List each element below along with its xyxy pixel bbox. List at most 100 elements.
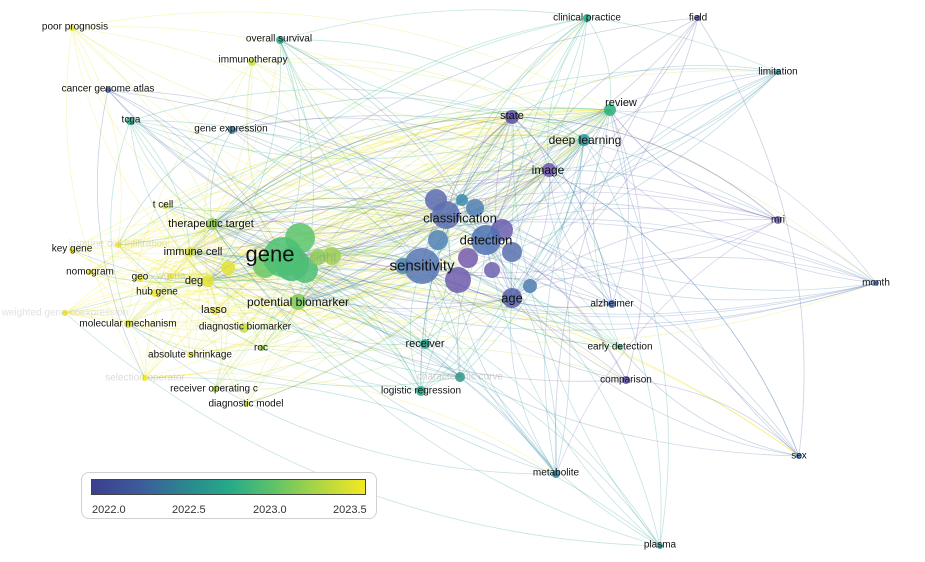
keyword-node-diagnostic-model[interactable]	[243, 401, 249, 407]
keyword-node-sensitivity[interactable]	[404, 248, 440, 284]
keyword-node-month[interactable]	[873, 280, 879, 286]
keyword-node-cancer-genome-atlas[interactable]	[105, 87, 111, 93]
keyword-node-field[interactable]	[695, 15, 701, 21]
keyword-node-lasso[interactable]	[211, 307, 219, 315]
keyword-label-gene[interactable]: gene	[246, 242, 295, 267]
keyword-label-alzheimer[interactable]: alzheimer	[590, 299, 634, 310]
keyword-label-tcga[interactable]: tcga	[122, 115, 141, 126]
keyword-label-gene-expression[interactable]: gene expression	[194, 124, 267, 135]
keyword-node-therapeutic-target[interactable]	[206, 218, 218, 230]
keyword-label-metabolite[interactable]: metabolite	[533, 468, 580, 479]
keyword-node-age[interactable]	[502, 288, 522, 308]
keyword-node-receiver-operating-c[interactable]	[212, 386, 218, 392]
keyword-label-clinical-practice[interactable]: clinical practice	[553, 13, 621, 24]
keyword-label-early-detection[interactable]: early detection	[587, 342, 652, 353]
keyword-node-alzheimer[interactable]	[608, 300, 616, 308]
keyword-label-diagnostic-biomarker[interactable]: diagnostic biomarker	[199, 322, 292, 333]
keyword-node-key-gene[interactable]	[69, 247, 75, 253]
keyword-node-comparison[interactable]	[622, 376, 630, 384]
keyword-node-review[interactable]	[604, 104, 616, 116]
keyword-label-lasso[interactable]: lasso	[201, 304, 227, 316]
keyword-label-nomogram[interactable]: nomogram	[66, 267, 114, 278]
keyword-label-review[interactable]: review	[605, 97, 637, 109]
keyword-node-application[interactable]	[456, 194, 468, 206]
keyword-label-receiver-operating-c[interactable]: receiver operating c	[170, 384, 258, 395]
keyword-node-plasma[interactable]	[657, 543, 663, 549]
keyword-label-molecular-mechanism[interactable]: molecular mechanism	[79, 319, 176, 330]
keyword-node-weighted-gene-coexpression[interactable]	[62, 310, 68, 316]
keyword-label-immune-cell-infiltration[interactable]: immune cell infiltration	[69, 239, 168, 250]
keyword-label-geo[interactable]: geo	[132, 272, 149, 283]
keyword-label-logistic-regression[interactable]: logistic regression	[381, 386, 461, 397]
keyword-label-sensitivity[interactable]: sensitivity	[389, 258, 455, 275]
keyword-label-hub-gene[interactable]: hub gene	[136, 287, 178, 298]
keyword-node-geo[interactable]	[136, 274, 144, 282]
keyword-label-application[interactable]: application	[438, 195, 491, 207]
keyword-node-diagnostic-biomarker[interactable]	[239, 323, 249, 333]
keyword-label-image[interactable]: image	[532, 163, 565, 177]
keyword-node-nomogram[interactable]	[87, 269, 93, 275]
keyword-label-receiver[interactable]: receiver	[405, 338, 444, 350]
keyword-node-absolute-shrinkage[interactable]	[187, 352, 193, 358]
keyword-label-sex[interactable]: sex	[791, 451, 807, 462]
keyword-label-selection-operator[interactable]: selection operator	[105, 373, 185, 384]
keyword-label-age[interactable]: age	[501, 291, 523, 306]
keyword-label-characteristic-curve[interactable]: characteristic curve	[417, 372, 504, 383]
keyword-node-tcga[interactable]	[126, 117, 134, 125]
keyword-node-overall-survival[interactable]	[276, 36, 284, 44]
keyword-node-deep-learning[interactable]	[578, 134, 590, 146]
keyword-label-wgcna[interactable]: wgcna	[156, 271, 186, 282]
keyword-label-overall-survival[interactable]: overall survival	[246, 34, 312, 45]
keyword-node-receiver[interactable]	[420, 339, 430, 349]
keyword-label-state[interactable]: state	[500, 110, 524, 122]
keyword-label-field[interactable]: field	[689, 13, 707, 24]
keyword-label-deg[interactable]: deg	[185, 275, 203, 287]
keyword-label-immune-cell[interactable]: immune cell	[164, 246, 223, 258]
keyword-label-insight[interactable]: insight	[299, 250, 337, 265]
keyword-node-immune-cell[interactable]	[185, 247, 195, 257]
keyword-node-logistic-regression[interactable]	[416, 386, 426, 396]
keyword-label-t-cell[interactable]: t cell	[153, 200, 174, 211]
keyword-node-deg[interactable]	[202, 275, 214, 287]
keyword-node-immunotherapy[interactable]	[248, 58, 256, 66]
keyword-label-potential-biomarker[interactable]: potential biomarker	[247, 295, 349, 309]
keyword-node-selection-operator[interactable]	[142, 375, 148, 381]
keyword-label-roc[interactable]: roc	[254, 343, 268, 354]
keyword-node-roc[interactable]	[259, 345, 265, 351]
keyword-node-insight[interactable]	[310, 249, 326, 265]
keyword-node-wgcna[interactable]	[167, 273, 173, 279]
keyword-label-cancer-genome-atlas[interactable]: cancer genome atlas	[62, 84, 155, 95]
keyword-node-image[interactable]	[542, 163, 556, 177]
keyword-node-classification[interactable]	[432, 201, 460, 229]
keyword-node-immune-cell-infiltration[interactable]	[115, 242, 121, 248]
keyword-label-classification[interactable]: classification	[423, 211, 497, 226]
keyword-label-poor-prognosis[interactable]: poor prognosis	[42, 22, 108, 33]
keyword-node-gene[interactable]	[263, 237, 303, 277]
keyword-label-absolute-shrinkage[interactable]: absolute shrinkage	[148, 350, 232, 361]
keyword-node-clinical-practice[interactable]	[583, 14, 591, 22]
keyword-node-detection[interactable]	[471, 225, 501, 255]
keyword-label-limitation[interactable]: limitation	[758, 67, 797, 78]
keyword-node-gene-expression[interactable]	[228, 126, 236, 134]
keyword-node-hub-gene[interactable]	[151, 289, 159, 297]
keyword-node-early-detection[interactable]	[617, 344, 623, 350]
keyword-node-characteristic-curve[interactable]	[455, 372, 465, 382]
keyword-label-key-gene[interactable]: key gene	[52, 244, 93, 255]
keyword-node-poor-prognosis[interactable]	[69, 25, 75, 31]
keyword-node-t-cell[interactable]	[162, 203, 168, 209]
keyword-node-mri[interactable]	[774, 216, 782, 224]
keyword-node-state[interactable]	[505, 110, 519, 124]
keyword-node-sex[interactable]	[796, 453, 802, 459]
keyword-node-limitation[interactable]	[775, 69, 781, 75]
keyword-node-molecular-mechanism[interactable]	[124, 320, 132, 328]
keyword-label-mri[interactable]: mri	[771, 215, 785, 226]
keyword-label-plasma[interactable]: plasma	[644, 540, 677, 551]
keyword-label-month[interactable]: month	[862, 278, 890, 289]
keyword-label-detection[interactable]: detection	[460, 233, 513, 248]
keyword-label-diagnostic-model[interactable]: diagnostic model	[208, 399, 283, 410]
keyword-node-potential-biomarker[interactable]	[290, 294, 306, 310]
keyword-label-weighted-gene-coexpression[interactable]: weighted gene coexpression	[1, 308, 129, 319]
keyword-label-therapeutic-target[interactable]: therapeutic target	[168, 218, 254, 230]
keyword-node-metabolite[interactable]	[552, 470, 560, 478]
keyword-label-deep-learning[interactable]: deep learning	[549, 133, 622, 147]
